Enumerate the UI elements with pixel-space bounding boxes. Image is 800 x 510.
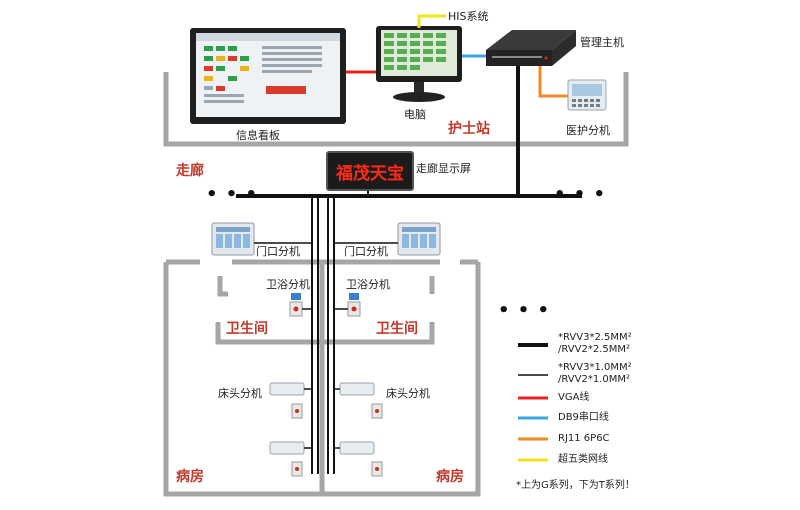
rj11-line	[538, 66, 568, 98]
bed-unit-device-2a	[339, 382, 383, 419]
info-board-device	[190, 28, 346, 124]
restroom-wall-1b	[215, 322, 322, 345]
door-unit-device-1	[211, 222, 255, 256]
legend-label-6: 超五类网线	[558, 454, 608, 465]
restroom-wall-1	[217, 276, 228, 297]
bed-unit-device-1b	[269, 441, 305, 477]
ward-label-1: 病房	[176, 469, 204, 485]
legend-label-3: VGA线	[558, 392, 590, 403]
corridor-display-label: 走廊显示屏	[416, 162, 471, 175]
restroom-label-2: 卫生间	[376, 321, 418, 337]
bed-unit-device-1a	[269, 382, 305, 419]
led-display: 福茂天宝	[326, 151, 414, 191]
host-device	[486, 30, 576, 66]
legend-swatches	[518, 343, 548, 462]
doctor-unit-label: 医护分机	[566, 124, 610, 137]
host-label: 管理主机	[580, 36, 624, 49]
door-unit-device-2	[397, 222, 441, 256]
restroom-wall-2b	[322, 322, 435, 345]
door-unit-label-1: 门口分机	[256, 245, 300, 258]
doctor-unit-device	[567, 79, 607, 111]
legend-label-2a: *RVV3*1.0MM²	[558, 362, 632, 373]
nurse-station-label: 护士站	[448, 121, 490, 137]
corridor-dots-right: • • •	[554, 184, 607, 205]
legend-label-2b: /RVV2*1.0MM²	[558, 374, 630, 385]
pc-label: 电脑	[404, 108, 426, 121]
bath-unit-label-2: 卫浴分机	[346, 278, 390, 291]
bath-unit-device-1	[289, 293, 303, 317]
bath-unit-label-1: 卫浴分机	[266, 278, 310, 291]
board-label: 信息看板	[236, 129, 280, 142]
bed-unit-device-2b	[339, 441, 383, 477]
bed-unit-label-1: 床头分机	[218, 387, 262, 400]
legend-label-4: DB9串口线	[558, 412, 609, 423]
nurse-station-wall	[163, 72, 629, 147]
legend-label-1b: /RVV2*2.5MM²	[558, 344, 630, 355]
bed-unit-label-2: 床头分机	[386, 387, 430, 400]
door-unit-label-2: 门口分机	[344, 245, 388, 258]
his-label: HIS系统	[448, 10, 489, 23]
pc-device	[376, 26, 462, 102]
bath-unit-device-2	[347, 293, 361, 317]
legend-label-5: RJ11 6P6C	[558, 433, 610, 444]
legend-label-1a: *RVV3*2.5MM²	[558, 332, 632, 343]
restroom-label-1: 卫生间	[226, 321, 268, 337]
ward-dots: • • •	[498, 300, 551, 321]
series-note: *上为G系列，下为T系列！	[516, 480, 635, 491]
corridor-dots-left: • • •	[206, 184, 259, 205]
ward-label-2: 病房	[436, 469, 464, 485]
corridor-label: 走廊	[176, 163, 204, 179]
cat5-line	[417, 14, 446, 28]
